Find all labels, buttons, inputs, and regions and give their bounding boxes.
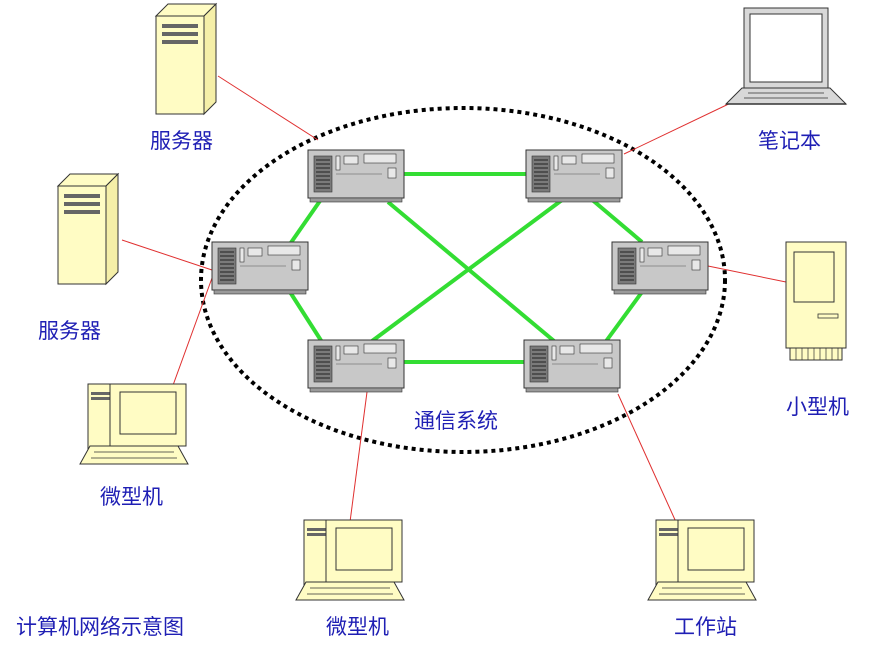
micro-left-icon: [79, 383, 189, 465]
label-server-top: 服务器: [150, 129, 213, 153]
link-server-left: [121, 239, 213, 271]
link-workstation: [617, 393, 677, 523]
switch-node-top-right: [525, 149, 623, 203]
backbone-link: [588, 196, 644, 244]
switch-node-right: [611, 241, 709, 295]
link-server-top: [217, 75, 319, 141]
label-micro-bottom: 微型机: [326, 615, 389, 639]
workstation-icon: [647, 519, 757, 601]
switch-node-top-left: [307, 149, 405, 203]
label-server-left: 服务器: [38, 319, 101, 343]
figure-caption: 计算机网络示意图: [16, 615, 184, 639]
server-top-icon: [155, 3, 217, 115]
switch-node-bottom-left: [307, 339, 405, 393]
backbone-links: [288, 172, 644, 364]
micro-bottom-icon: [295, 519, 405, 601]
link-micro-left: [171, 277, 213, 389]
server-left-icon: [57, 173, 119, 285]
switch-node-left: [211, 241, 309, 295]
backbone-link: [602, 290, 644, 346]
link-micro-bottom: [349, 391, 368, 523]
label-laptop: 笔记本: [758, 129, 821, 153]
backbone-link: [288, 196, 324, 246]
minicomputer-icon: [785, 241, 847, 361]
backbone-link: [366, 198, 564, 346]
backbone-link: [386, 200, 562, 348]
label-minicomputer: 小型机: [786, 395, 849, 419]
link-laptop: [623, 99, 738, 155]
label-comm-system: 通信系统: [414, 409, 498, 433]
laptop-icon: [725, 7, 847, 105]
switch-node-bottom-right: [523, 339, 621, 393]
access-links: [121, 75, 787, 523]
comm-subnet-boundary: [199, 106, 727, 454]
label-micro-left: 微型机: [100, 485, 163, 509]
label-workstation: 工作站: [674, 615, 737, 639]
backbone-link: [288, 290, 324, 344]
link-minicomputer: [707, 265, 787, 283]
